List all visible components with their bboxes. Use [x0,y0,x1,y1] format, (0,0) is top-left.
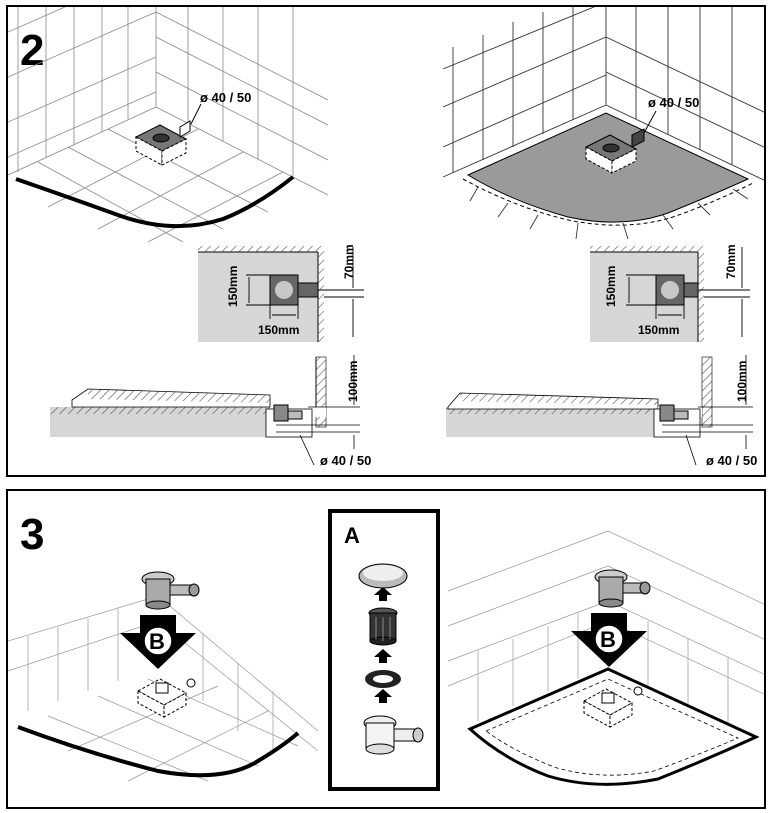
step-2-drawing: ø 40 / 50 [8,7,764,468]
arrow-up-icon [374,587,392,601]
width-150-label-right: 150mm [638,323,679,337]
waste-trap-right [594,569,651,608]
width-150-label: 150mm [258,323,299,337]
callout-label: B [149,629,165,654]
step-number: 3 [20,510,45,559]
height-150-label-right: 150mm [604,266,618,307]
tray-dashed-outline [462,178,754,226]
offset-70-label-right: 70mm [724,244,738,279]
step-3-drawing: B A [8,509,764,791]
arrow-up-icon [374,689,392,703]
plan-detail-left: 150mm 150mm 70mm [198,244,364,342]
height-100-label: 100mm [346,361,360,402]
diameter-label-right: ø 40 / 50 [648,95,699,110]
arrow-up-icon [374,649,392,663]
leader-line [190,103,202,125]
callout-arrow-b [120,615,196,669]
diameter-label: ø 40 / 50 [200,90,251,105]
inset-label: A [344,523,360,548]
step-number: 2 [20,26,45,75]
height-100-label-right: 100mm [735,361,749,402]
drain-box-right [582,686,643,728]
section-detail-left: 100mm ø 40 / 50 [50,355,371,468]
left-corner-view [8,7,329,243]
step-3-panel: 3 [6,489,766,809]
sealing-ring [365,670,401,688]
tray-dashed-outline [485,678,739,776]
left-corner-view [8,595,319,782]
tray-outline [467,667,760,786]
diameter-label-section: ø 40 / 50 [320,453,371,468]
tray-outline [15,175,295,229]
leader-line-right [643,110,657,134]
right-corner-view [442,7,764,181]
drain-box [136,678,196,718]
drain-cover [358,563,408,589]
drain-basket [368,607,398,646]
offset-70-label: 70mm [342,244,356,279]
floor-tile-ticks [469,186,749,240]
step-2-panel: 2 [6,5,766,477]
drain-box [134,120,191,166]
callout-label-right: B [600,627,616,652]
plan-detail-right: 150mm 150mm 70mm [590,244,750,342]
drain-box-right [584,128,645,174]
tray-outline [17,725,300,778]
callout-arrow-b-right [571,613,647,667]
section-detail-right: 100mm ø 40 / 50 [446,355,757,468]
trap-body [363,715,424,755]
diameter-label-section-right: ø 40 / 50 [706,453,757,468]
height-150-label: 150mm [226,266,240,307]
waste-trap [141,571,200,610]
